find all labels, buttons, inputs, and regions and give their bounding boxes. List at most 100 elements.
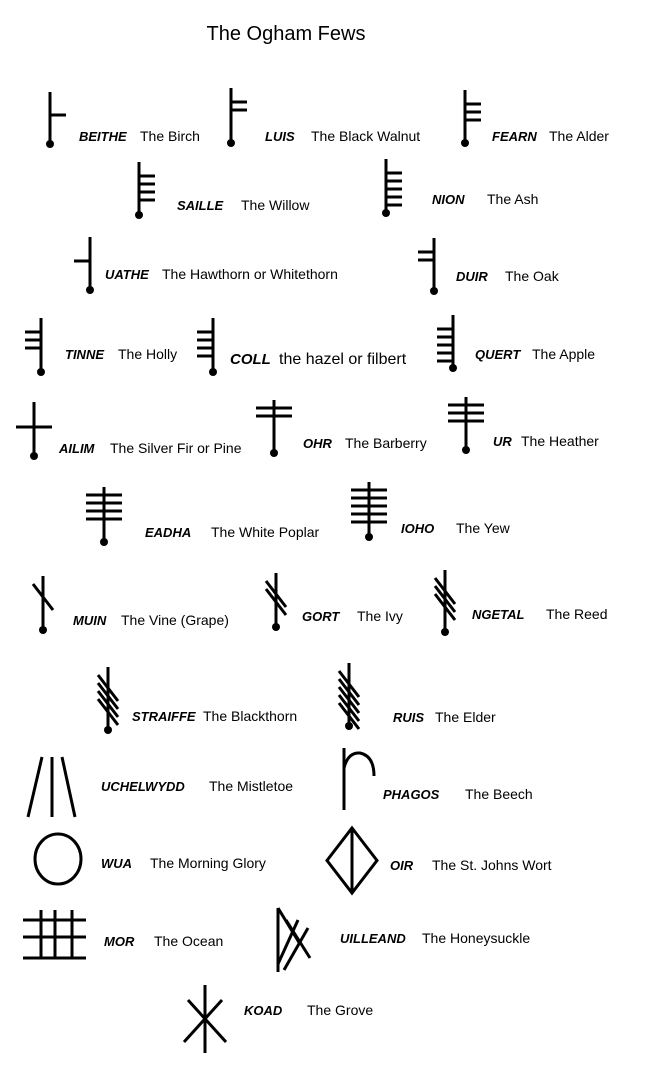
few-coll: COLL the hazel or filbert [197, 318, 407, 376]
few-meaning: The Holly [118, 346, 177, 362]
stroke [337, 670, 361, 698]
few-duir: DUIR The Oak [418, 238, 560, 295]
few-meaning: The Oak [505, 268, 560, 284]
few-meaning: The Alder [549, 128, 609, 144]
left-glyph-icon [437, 315, 457, 372]
few-name: UATHE [105, 267, 149, 282]
diagonal-glyph-icon [337, 663, 361, 730]
diagonal-glyph-icon [31, 576, 55, 634]
few-name: NGETAL [472, 607, 525, 622]
stem-dot [461, 139, 469, 147]
few-meaning: The Beech [465, 786, 533, 802]
stem-dot [104, 726, 112, 734]
stroke [264, 580, 288, 608]
stem-dot [86, 286, 94, 294]
left-glyph-icon [25, 318, 45, 376]
mistletoe-glyph-icon [26, 756, 77, 818]
few-saille: SAILLE The Willow [135, 162, 310, 219]
right-glyph-icon [227, 88, 247, 147]
stroke [182, 998, 224, 1044]
koad-glyph-icon [182, 985, 228, 1053]
stem-dot [441, 628, 449, 636]
stem-dot [430, 287, 438, 295]
right-glyph-icon [46, 92, 66, 148]
stem-dot [209, 368, 217, 376]
stem-dot [100, 538, 108, 546]
few-meaning: The Heather [521, 433, 599, 449]
stem-dot [365, 533, 373, 541]
stroke [96, 690, 120, 718]
arc-glyph-icon [342, 748, 376, 810]
few-meaning: The Elder [435, 709, 496, 725]
few-name: SAILLE [177, 198, 224, 213]
stroke [337, 694, 361, 722]
stem-dot [272, 623, 280, 631]
diagram-title: The Ogham Fews [207, 23, 366, 45]
stroke [433, 585, 457, 613]
stroke [337, 686, 361, 714]
few-meaning: The Yew [456, 520, 511, 536]
few-name: KOAD [244, 1003, 283, 1018]
few-ohr: OHR The Barberry [256, 400, 427, 457]
few-name: STRAIFFE [132, 709, 196, 724]
right-glyph-icon [461, 90, 481, 147]
diagonal-glyph-icon [96, 667, 120, 734]
diagonal-glyph-icon [264, 573, 288, 631]
stem-dot [227, 139, 235, 147]
stroke [31, 583, 55, 611]
few-meaning: The Morning Glory [150, 855, 266, 871]
cross-glyph-icon [256, 400, 292, 457]
cross-glyph-icon [351, 482, 387, 541]
stroke [337, 702, 361, 730]
few-name: OHR [303, 436, 333, 451]
stroke [433, 593, 457, 621]
stem-dot [449, 364, 457, 372]
uilleand-glyph-icon [276, 907, 312, 972]
few-name: QUERT [475, 347, 521, 362]
few-name: UR [493, 434, 512, 449]
stroke [264, 588, 288, 616]
arc [342, 751, 376, 777]
stem-dot [270, 449, 278, 457]
few-meaning: The Willow [241, 197, 310, 213]
stroke [96, 698, 120, 726]
stroke [337, 678, 361, 706]
diamond-glyph-icon [325, 825, 379, 896]
diagonal-glyph-icon [433, 570, 457, 636]
stem-dot [37, 368, 45, 376]
few-name: FEARN [492, 129, 537, 144]
stem-dot [39, 626, 47, 634]
stroke [284, 919, 312, 959]
few-name: IOHO [401, 521, 434, 536]
few-ioho: IOHO The Yew [351, 482, 511, 541]
stroke [26, 756, 44, 818]
few-meaning: The Ash [487, 191, 538, 207]
stroke [96, 682, 120, 710]
few-name: DUIR [456, 269, 488, 284]
few-meaning: the hazel or filbert [279, 351, 407, 368]
few-name: UILLEAND [340, 931, 406, 946]
few-name: OIR [390, 858, 414, 873]
few-meaning: The Barberry [345, 435, 427, 451]
stroke [282, 927, 310, 971]
few-name: MOR [104, 934, 135, 949]
few-name: COLL [230, 351, 271, 368]
stem-dot [135, 211, 143, 219]
left-glyph-icon [197, 318, 217, 376]
few-name: LUIS [265, 129, 295, 144]
few-meaning: The Mistletoe [209, 778, 293, 794]
